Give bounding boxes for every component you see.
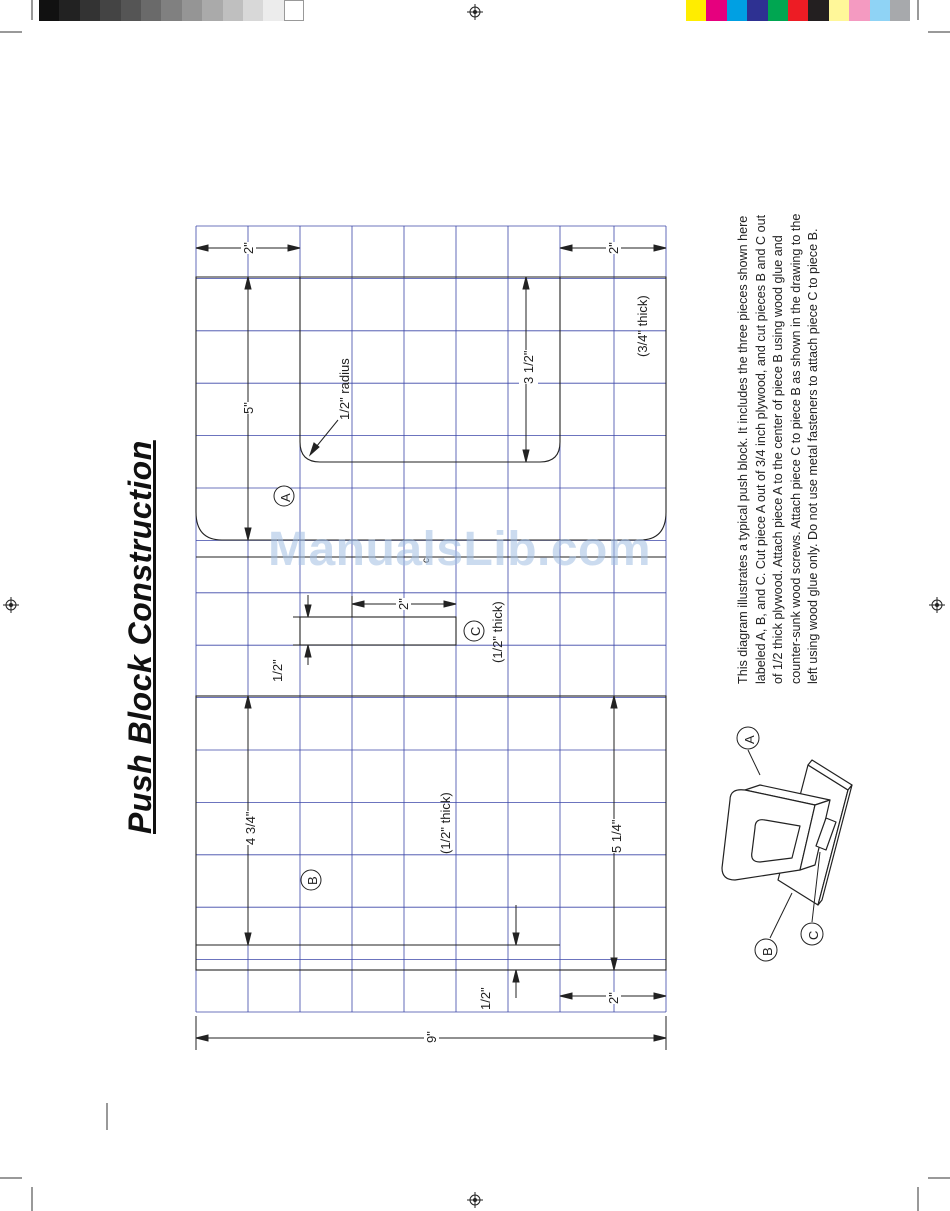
gray-swatch [59, 0, 80, 21]
color-swatch [869, 0, 890, 21]
registration-mark-right [929, 597, 945, 613]
color-swatch [890, 0, 911, 21]
gray-swatch [141, 0, 162, 21]
color-swatch [849, 0, 870, 21]
color-swatch [706, 0, 727, 21]
registration-mark-top [467, 4, 483, 20]
iso-letter-b: B [760, 947, 775, 956]
gray-swatch [100, 0, 121, 21]
color-swatch [767, 0, 788, 21]
color-swatch [726, 0, 748, 21]
registration-mark-bottom [467, 1192, 483, 1208]
gray-swatch [79, 0, 101, 21]
watermark: ManualsLib.com [268, 523, 652, 576]
gray-swatch [120, 0, 141, 21]
piece-c-outline [299, 616, 457, 646]
color-swatch [747, 0, 768, 21]
piece-a-outline [195, 276, 667, 541]
gray-swatch [161, 0, 182, 21]
gray-swatch [263, 0, 284, 21]
label-circle-c [463, 620, 485, 642]
color-swatch [788, 0, 809, 21]
gray-swatch [222, 0, 243, 21]
iso-circle-b [754, 938, 778, 962]
label-circle-b [300, 869, 322, 891]
color-swatch [686, 0, 707, 21]
piece-a-cutout [299, 277, 561, 463]
gray-swatch [202, 0, 223, 21]
iso-circle-c [800, 922, 824, 946]
gray-swatch [181, 0, 203, 21]
gray-swatch [39, 0, 60, 21]
color-swatch [808, 0, 829, 21]
registration-mark-left [3, 597, 19, 613]
label-circle-a [273, 485, 295, 507]
gray-swatch [243, 0, 264, 21]
color-swatch [828, 0, 850, 21]
gray-swatch [283, 0, 305, 21]
iso-letter-a: A [742, 735, 757, 744]
piece-b-outline [195, 695, 667, 971]
iso-letter-c: C [806, 930, 821, 940]
iso-circle-a [736, 726, 760, 750]
